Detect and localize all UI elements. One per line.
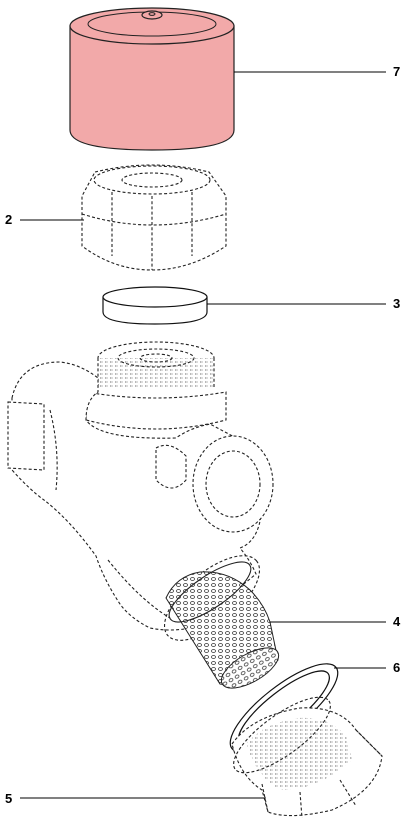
plug-thread-end — [233, 696, 331, 774]
part-3-disc — [102, 286, 208, 325]
callout-4: 4 — [393, 614, 401, 629]
cap-top — [69, 7, 235, 45]
callout-2: 2 — [5, 212, 13, 227]
hex-nut-body — [81, 164, 227, 271]
hex-nut-facets — [111, 192, 193, 270]
body-right-port-thread — [205, 450, 261, 518]
hex-nut-bore — [121, 172, 183, 188]
cap-knob-hole — [148, 12, 156, 16]
cap-body — [69, 25, 235, 151]
strainer-end — [220, 647, 280, 689]
part-4-strainer — [165, 561, 280, 689]
callout-7: 7 — [393, 64, 401, 79]
part-7-cap — [69, 7, 235, 151]
valve-body — [7, 341, 274, 641]
body-collar — [85, 391, 227, 430]
callout-5: 5 — [5, 791, 13, 806]
disc-top — [102, 286, 208, 308]
strainer-rim — [168, 561, 252, 623]
part-2-hex-nut — [81, 164, 227, 271]
body-shell — [11, 361, 263, 631]
body-neck-inner — [139, 353, 173, 363]
part-5-plug — [231, 696, 383, 819]
body-left-flat — [7, 401, 45, 471]
body-right-port — [192, 435, 274, 533]
body-neck-bore — [117, 348, 195, 368]
plug-hex-facets — [261, 729, 383, 819]
hex-nut-top — [93, 165, 211, 195]
leader-lines — [20, 71, 386, 799]
callout-6: 6 — [393, 660, 401, 675]
callout-3: 3 — [393, 296, 401, 311]
body-side-boss — [155, 444, 187, 489]
body-left-contour — [49, 409, 58, 491]
plug-thread — [246, 717, 352, 790]
hex-nut-chamfer — [81, 213, 227, 226]
